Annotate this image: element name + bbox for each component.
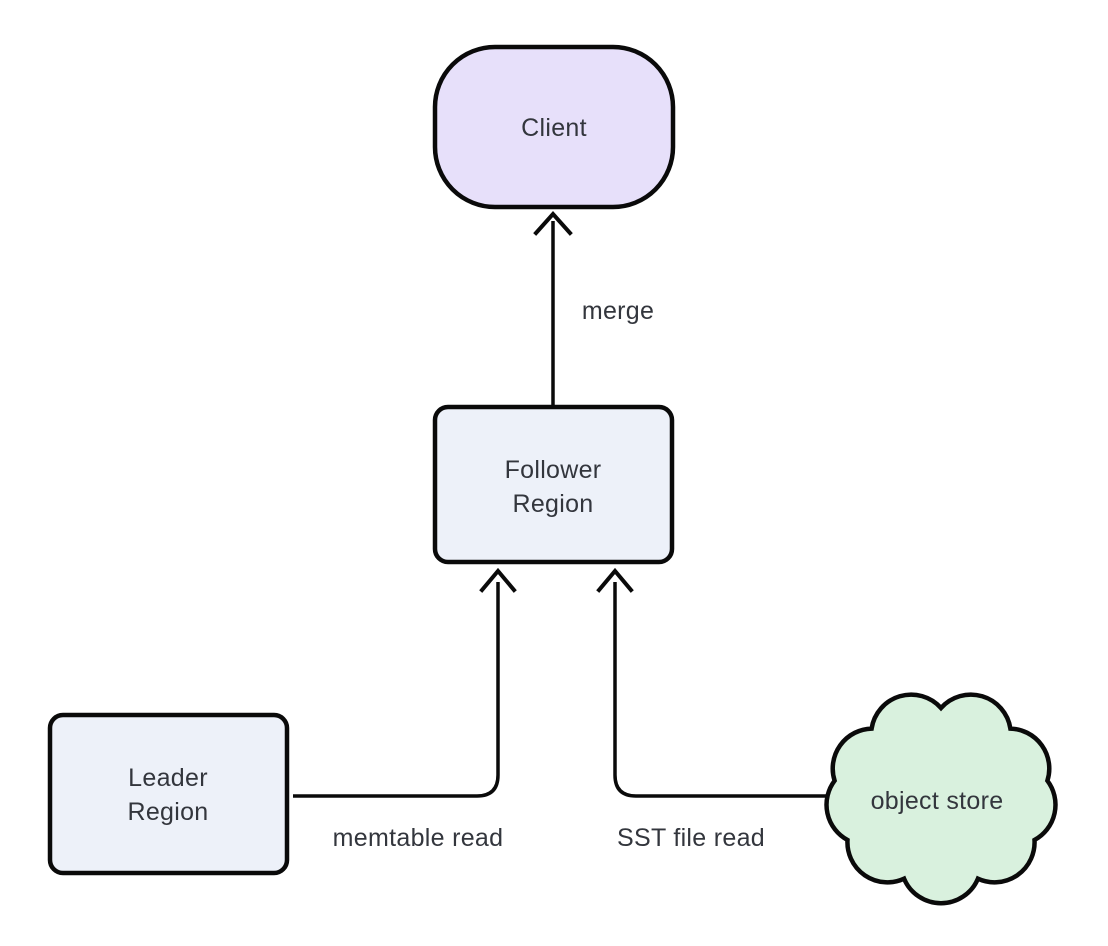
follower-region-node-shape bbox=[432, 404, 675, 565]
object-store-node-label: object store bbox=[871, 787, 1004, 815]
sst-file-read-edge-arrowhead bbox=[596, 567, 634, 593]
memtable-read-edge-arrowhead bbox=[479, 567, 517, 593]
memtable-read-edge: memtable read bbox=[293, 567, 517, 852]
follower-region-node: Follower Region bbox=[432, 404, 675, 565]
sst-file-read-edge-label: SST file read bbox=[617, 824, 765, 852]
leader-region-node: Leader Region bbox=[47, 712, 290, 876]
merge-edge-arrowhead bbox=[533, 211, 573, 236]
sst-file-read-edge: SST file read bbox=[596, 567, 828, 852]
client-node: Client bbox=[432, 44, 676, 210]
leader-region-node-shape bbox=[47, 712, 290, 876]
object-store-node-cloud-shape bbox=[824, 692, 1058, 906]
memtable-read-edge-label: memtable read bbox=[333, 824, 504, 852]
merge-edge-label: merge bbox=[582, 297, 654, 325]
memtable-read-edge-line bbox=[293, 582, 500, 798]
leader-region-node-label-line2: Region bbox=[127, 798, 208, 826]
follower-region-node-label-line1: Follower bbox=[505, 456, 602, 484]
client-node-shape bbox=[432, 44, 676, 210]
object-store-node: object store bbox=[824, 692, 1058, 906]
client-node-label: Client bbox=[521, 114, 587, 142]
follower-region-node-label-line2: Region bbox=[512, 490, 593, 518]
leader-region-node-label-line1: Leader bbox=[128, 764, 208, 792]
sst-file-read-edge-line bbox=[613, 582, 828, 798]
merge-edge: merge bbox=[533, 211, 654, 407]
